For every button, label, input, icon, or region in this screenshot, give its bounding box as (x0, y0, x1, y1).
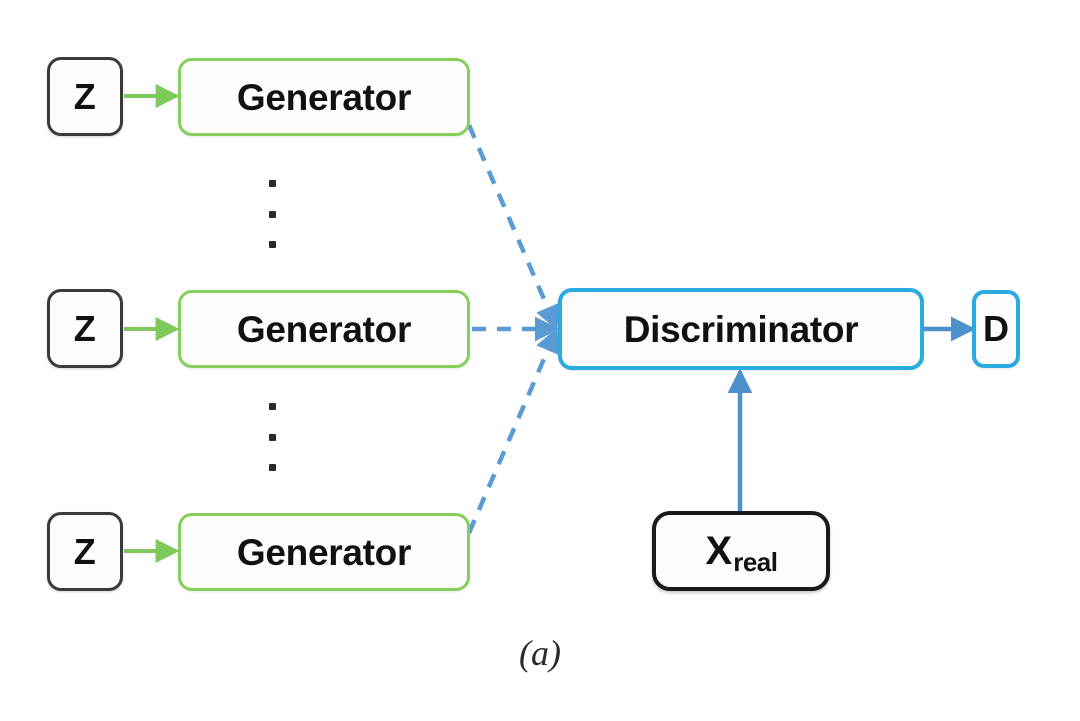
edge-generator-to-discriminator-1 (466, 124, 560, 331)
ellipsis-dot (268, 403, 276, 410)
generator-node-1-label: Generator (236, 76, 412, 118)
real-data-base: X (705, 529, 733, 573)
ellipsis-lower (262, 403, 282, 471)
ellipsis-dot (268, 433, 276, 441)
latent-input-z-1-label: Z (73, 75, 97, 117)
discriminator-output-label: D (983, 308, 1009, 349)
discriminator-output-node[interactable]: D (972, 290, 1020, 368)
ellipsis-dot (268, 464, 276, 471)
generator-node-2[interactable]: Generator (178, 290, 470, 368)
latent-input-z-3-label: Z (73, 530, 97, 572)
discriminator-node[interactable]: Discriminator (558, 288, 924, 370)
latent-input-z-3[interactable]: Z (47, 512, 123, 591)
latent-input-z-1[interactable]: Z (47, 57, 123, 136)
figure-caption: (a) (519, 633, 561, 673)
edge-generator-to-discriminator-3 (466, 327, 560, 534)
generator-node-3[interactable]: Generator (178, 513, 470, 591)
real-data-node[interactable]: Xreal (652, 511, 830, 591)
real-data-node-label: Xreal (705, 529, 778, 575)
ellipsis-dot (268, 180, 276, 187)
latent-input-z-2-label: Z (73, 307, 97, 349)
discriminator-node-label: Discriminator (623, 308, 859, 350)
ellipsis-dot (268, 241, 276, 248)
real-data-subscript: real (733, 547, 778, 577)
ellipsis-dot (268, 210, 276, 218)
latent-input-z-2[interactable]: Z (47, 289, 123, 368)
ellipsis-upper (262, 180, 282, 248)
generator-node-3-label: Generator (236, 531, 412, 573)
generator-node-2-label: Generator (236, 308, 412, 350)
generator-node-1[interactable]: Generator (178, 58, 470, 136)
